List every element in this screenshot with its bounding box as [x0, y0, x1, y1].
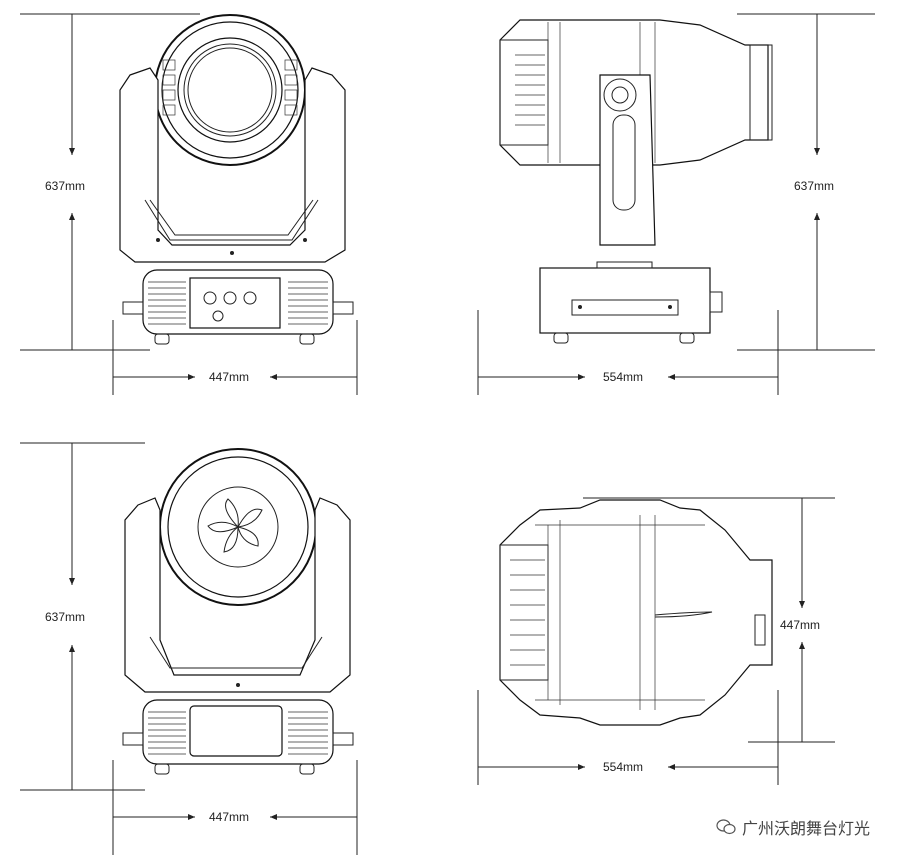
side-width-label: 554mm [603, 370, 643, 384]
rear-view: 637mm 447mm [20, 442, 358, 855]
front-view: 637mm 447mm [20, 13, 358, 395]
watermark: 广州沃朗舞台灯光 [716, 815, 870, 839]
rear-width-label: 447mm [209, 810, 249, 824]
front-width-label: 447mm [209, 370, 249, 384]
top-height-label: 447mm [780, 618, 820, 632]
top-width-label: 554mm [603, 760, 643, 774]
rear-height-label: 637mm [45, 610, 85, 624]
watermark-text: 广州沃朗舞台灯光 [741, 819, 870, 838]
side-height-label: 637mm [794, 179, 834, 193]
top-view: 447mm 554mm [477, 497, 835, 785]
side-view: 637mm 554mm [477, 13, 875, 395]
front-height-label: 637mm [45, 179, 85, 193]
wechat-icon [716, 819, 736, 835]
